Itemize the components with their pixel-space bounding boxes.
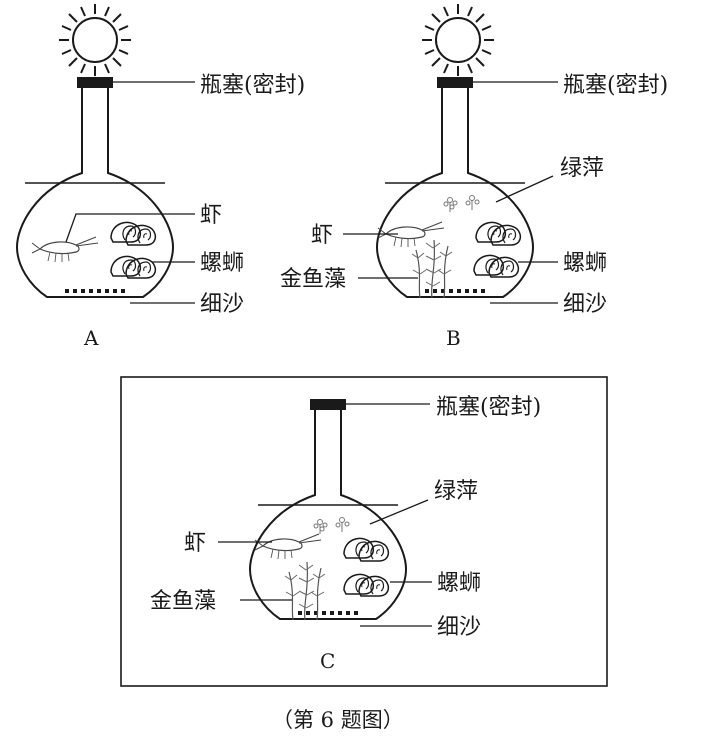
shrimp-label: 虾 — [311, 223, 333, 248]
shrimp-label: 虾 — [200, 203, 222, 228]
duckweed-label: 绿萍 — [434, 479, 478, 504]
figure-caption: （第 6 题图） — [272, 708, 404, 732]
shrimp-icon — [31, 236, 99, 263]
snail-label: 螺蛳 — [563, 251, 607, 276]
sand-label: 细沙 — [437, 615, 481, 640]
snail-label: 螺蛳 — [437, 571, 481, 596]
shrimp-label: 虾 — [184, 531, 206, 556]
shrimp-icon — [254, 533, 322, 560]
duckweed-icon — [443, 195, 480, 213]
duckweed-label: 绿萍 — [560, 156, 604, 181]
waterweed-icon — [284, 561, 326, 621]
sun-icon — [421, 3, 495, 77]
panel-letter: A — [83, 326, 99, 350]
panel-letter: B — [446, 326, 461, 350]
snail-label: 螺蛳 — [200, 251, 244, 276]
flask-b — [376, 76, 534, 298]
sand-label: 细沙 — [200, 292, 244, 317]
stopper-label: 瓶塞(密封) — [436, 395, 541, 420]
duckweed-icon — [313, 517, 350, 535]
stopper-label: 瓶塞(密封) — [200, 73, 305, 98]
sand-label: 细沙 — [563, 292, 607, 317]
waterweed-label: 金鱼藻 — [280, 267, 346, 292]
panel-c-frame — [120, 376, 608, 687]
panel-letter: C — [320, 649, 335, 673]
flask-c — [249, 398, 407, 620]
panel-c: 瓶塞(密封) 绿萍 虾 金鱼藻 螺蛳 细沙 C — [120, 376, 608, 687]
waterweed-label: 金鱼藻 — [150, 589, 216, 614]
panel-a: 瓶塞(密封) 虾 螺蛳 细沙 A — [16, 3, 305, 350]
waterweed-icon — [411, 239, 453, 299]
stopper-label: 瓶塞(密封) — [563, 73, 668, 98]
sun-icon — [58, 3, 132, 77]
panel-b: 瓶塞(密封) 绿萍 虾 金鱼藻 螺蛳 细沙 B — [280, 3, 668, 350]
